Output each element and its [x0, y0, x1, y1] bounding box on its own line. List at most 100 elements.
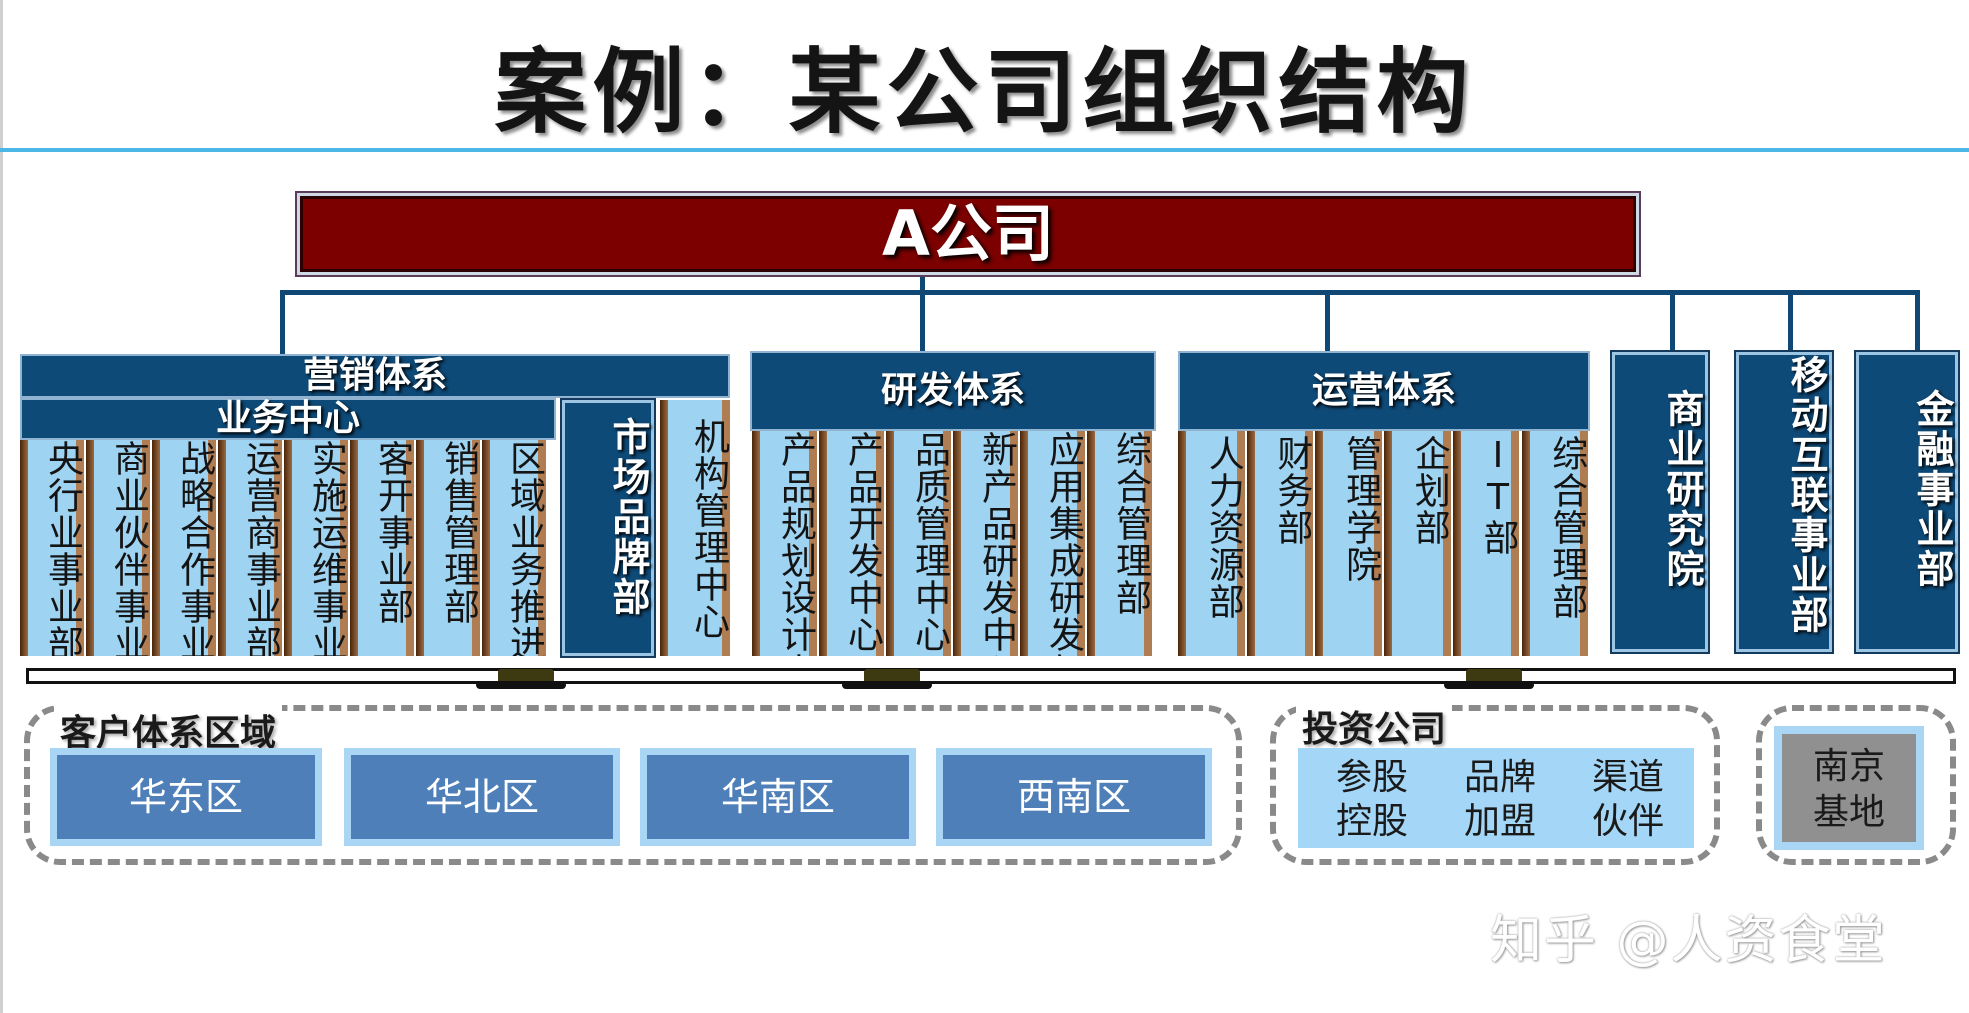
rnd-dept-4-face — [961, 431, 1010, 656]
ops-dept-5-label: IT部 — [1477, 435, 1519, 556]
marketing-dept-2: 商业伙伴事业部 — [86, 440, 150, 656]
market-brand-label: 市场品牌部 — [606, 417, 650, 617]
marketing-dept-4-face — [226, 440, 274, 656]
rnd-dept-6: 综合管理部 — [1087, 431, 1152, 656]
investment-box: 参股 控股 品牌 加盟 渠道 伙伴 — [1298, 748, 1694, 848]
ops-dept-6: 综合管理部 — [1521, 431, 1589, 656]
company-root-box: A公司 — [300, 196, 1636, 272]
marketing-dept-1-label: 央行业事业部 — [42, 440, 83, 656]
rnd-dept-4: 新产品研发中心 — [953, 431, 1018, 656]
watermark-text: 知乎 @人资食堂 — [1490, 911, 1887, 971]
region-east: 华东区 — [50, 748, 322, 846]
ops-dept-2: 财务部 — [1246, 431, 1314, 656]
investment-item-3-top: 渠道 — [1591, 757, 1664, 798]
ops-dept-2-face — [1254, 431, 1306, 656]
rnd-dept-1-face — [760, 431, 809, 656]
org-management-box: 机构管理中心 — [660, 400, 730, 656]
beam-support-base-3 — [1444, 681, 1534, 689]
ops-dept-1-label: 人力资源部 — [1202, 435, 1244, 620]
ops-dept-4-face — [1392, 431, 1443, 656]
investment-item-3: 渠道 伙伴 — [1568, 756, 1688, 844]
nanjing-base-line2: 基地 — [1812, 792, 1885, 833]
slide-title: 案例：某公司组织结构 — [494, 38, 1475, 146]
nanjing-base-box: 南京 基地 — [1774, 726, 1924, 850]
marketing-dept-8-label: 区域业务推进部 — [504, 440, 545, 656]
ops-dept-3: 管理学院 — [1315, 431, 1383, 656]
rnd-dept-6-face — [1095, 431, 1144, 656]
marketing-dept-3-label: 战略合作事业部 — [174, 440, 215, 656]
ops-dept-5: IT部 — [1452, 431, 1520, 656]
marketing-dept-4: 运营商事业部 — [218, 440, 282, 656]
nanjing-base-line1: 南京 — [1812, 746, 1885, 787]
business-center-header: 业务中心 — [20, 398, 556, 440]
rnd-dept-3-label: 品质管理中心 — [909, 431, 950, 653]
marketing-dept-6-label: 客开事业部 — [372, 440, 413, 625]
ops-dept-1-face — [1186, 431, 1237, 656]
ops-dept-3-face — [1323, 431, 1375, 656]
marketing-system-header: 营销体系 — [20, 354, 730, 398]
rnd-dept-5-label: 应用集成研发部 — [1043, 431, 1084, 656]
marketing-dept-5-face — [292, 440, 340, 656]
marketing-dept-7-face — [424, 440, 472, 656]
connector-marketing — [280, 290, 285, 354]
rnd-dept-2: 产品开发中心 — [819, 431, 884, 656]
finance-division-label: 金融事业部 — [1910, 389, 1954, 589]
region-southwest: 西南区 — [936, 748, 1212, 846]
marketing-dept-5-label: 实施运维事业部 — [306, 440, 347, 656]
investment-label: 投资公司 — [1296, 700, 1453, 752]
rnd-dept-2-label: 产品开发中心 — [842, 431, 883, 653]
marketing-dept-7: 销售管理部 — [416, 440, 480, 656]
marketing-dept-2-label: 商业伙伴事业部 — [108, 440, 149, 656]
beam-support-base-1 — [476, 681, 566, 689]
marketing-dept-3-face — [160, 440, 208, 656]
marketing-dept-3: 战略合作事业部 — [152, 440, 216, 656]
rnd-dept-2-face — [827, 431, 876, 656]
connector-finance — [1915, 290, 1920, 352]
rnd-dept-5: 应用集成研发部 — [1020, 431, 1085, 656]
rnd-dept-1-label: 产品规划设计中心 — [775, 431, 816, 656]
investment-item-3-bottom: 伙伴 — [1591, 801, 1664, 842]
rnd-system-header: 研发体系 — [750, 351, 1156, 431]
marketing-dept-1-face — [28, 440, 76, 656]
region-north: 华北区 — [344, 748, 620, 846]
mobile-internet-label: 移动互联事业部 — [1784, 355, 1828, 635]
marketing-dept-5: 实施运维事业部 — [284, 440, 348, 656]
investment-item-2-top: 品牌 — [1463, 757, 1536, 798]
marketing-dept-8: 区域业务推进部 — [482, 440, 546, 656]
research-institute-box: 商业研究院 — [1612, 352, 1708, 652]
finance-division-box: 金融事业部 — [1856, 352, 1958, 652]
foundation-beam — [26, 668, 1956, 684]
org-management-face — [668, 400, 722, 656]
connector-root-down — [920, 266, 925, 354]
rnd-dept-1: 产品规划设计中心 — [752, 431, 817, 656]
region-south: 华南区 — [640, 748, 916, 846]
investment-item-1-bottom: 控股 — [1335, 801, 1408, 842]
ops-dept-5-face — [1460, 431, 1512, 656]
investment-item-2: 品牌 加盟 — [1440, 756, 1560, 844]
marketing-dept-7-label: 销售管理部 — [438, 440, 479, 625]
slide-left-edge — [0, 0, 3, 1013]
ops-system-header: 运营体系 — [1178, 351, 1590, 431]
marketing-dept-2-face — [94, 440, 142, 656]
base-group — [1756, 705, 1956, 865]
beam-support-base-2 — [842, 681, 932, 689]
ops-dept-2-label: 财务部 — [1271, 435, 1313, 546]
customer-region-group — [24, 705, 1242, 865]
rnd-dept-3-face — [894, 431, 943, 656]
connector-ops — [1325, 290, 1330, 354]
investment-item-2-bottom: 加盟 — [1463, 801, 1536, 842]
ops-dept-4: 企划部 — [1384, 431, 1451, 656]
ops-dept-1: 人力资源部 — [1178, 431, 1245, 656]
rnd-dept-3: 品质管理中心 — [886, 431, 951, 656]
market-brand-box: 市场品牌部 — [562, 400, 654, 656]
investment-item-1: 参股 控股 — [1312, 756, 1432, 844]
investment-item-1-top: 参股 — [1335, 757, 1408, 798]
customer-region-label: 客户体系区域 — [54, 704, 283, 756]
org-management-label: 机构管理中心 — [688, 418, 729, 640]
research-institute-label: 商业研究院 — [1660, 389, 1704, 589]
connector-research-institute — [1670, 290, 1675, 352]
mobile-internet-box: 移动互联事业部 — [1736, 352, 1832, 652]
marketing-dept-4-label: 运营商事业部 — [240, 440, 281, 656]
marketing-dept-1: 央行业事业部 — [20, 440, 84, 656]
